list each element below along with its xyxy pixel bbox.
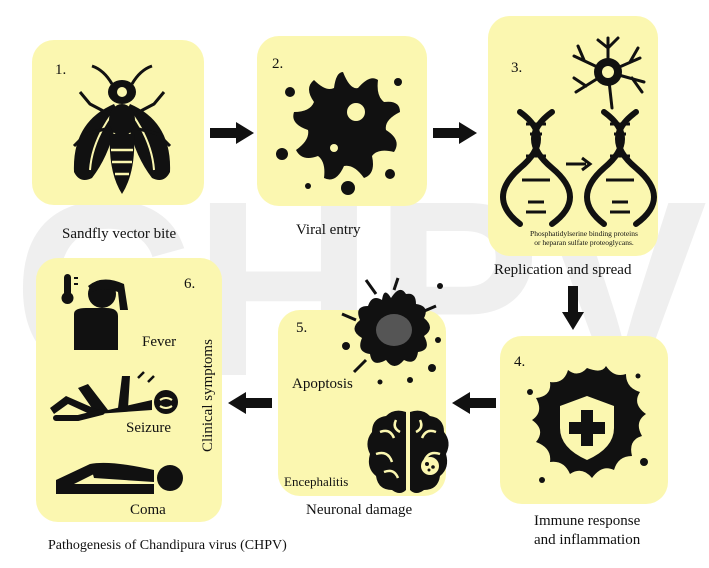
coma-person-icon <box>56 462 183 494</box>
step-2-number: 2. <box>272 56 284 72</box>
dna-replication-icon <box>500 109 657 227</box>
step-3-note-line-1: Phosphatidylserine binding proteins <box>530 229 638 238</box>
apoptosis-cell-icon <box>341 277 443 385</box>
step-1-number: 1. <box>55 62 67 78</box>
step-6-sub-coma: Coma <box>130 502 166 518</box>
step-5-number: 5. <box>296 320 308 336</box>
step-6-sub-seizure: Seizure <box>126 420 171 436</box>
figure-caption: Pathogenesis of Chandipura virus (CHPV) <box>48 538 287 553</box>
step-6-label: Clinical symptoms <box>200 339 216 452</box>
step-3-number: 3. <box>511 60 523 76</box>
step-3-label: Replication and spread <box>494 262 632 278</box>
seizure-person-icon <box>50 371 178 421</box>
step-5-sub-apoptosis: Apoptosis <box>292 376 353 392</box>
step-4-number: 4. <box>514 354 526 370</box>
step-4-label-line-2: and inflammation <box>534 532 641 548</box>
shield-cross-icon <box>527 366 648 483</box>
neuron-icon <box>572 36 646 110</box>
step-3-note: Phosphatidylserine binding proteins or h… <box>514 229 654 247</box>
step-6-number: 6. <box>184 276 196 292</box>
step-4-label-line-1: Immune response <box>534 513 641 529</box>
step-3-note-line-2: or heparan sulfate proteoglycans. <box>534 238 634 247</box>
fever-person-icon <box>61 274 128 350</box>
arrow-left-icon <box>452 392 496 414</box>
arrow-right-icon <box>433 122 477 144</box>
arrow-right-icon <box>210 122 254 144</box>
step-2-label: Viral entry <box>296 222 361 238</box>
step-5-sub-encephalitis: Encephalitis <box>284 474 349 489</box>
step-1-label: Sandfly vector bite <box>62 226 177 242</box>
arrow-left-icon <box>228 392 272 414</box>
brain-icon <box>367 410 449 493</box>
step-4-label: Immune response and inflammation <box>534 512 640 550</box>
virus-icon <box>276 72 402 195</box>
arrow-down-icon <box>562 286 584 330</box>
step-6-sub-fever: Fever <box>142 334 177 350</box>
step-5-label: Neuronal damage <box>306 502 413 518</box>
sandfly-icon <box>72 64 172 194</box>
